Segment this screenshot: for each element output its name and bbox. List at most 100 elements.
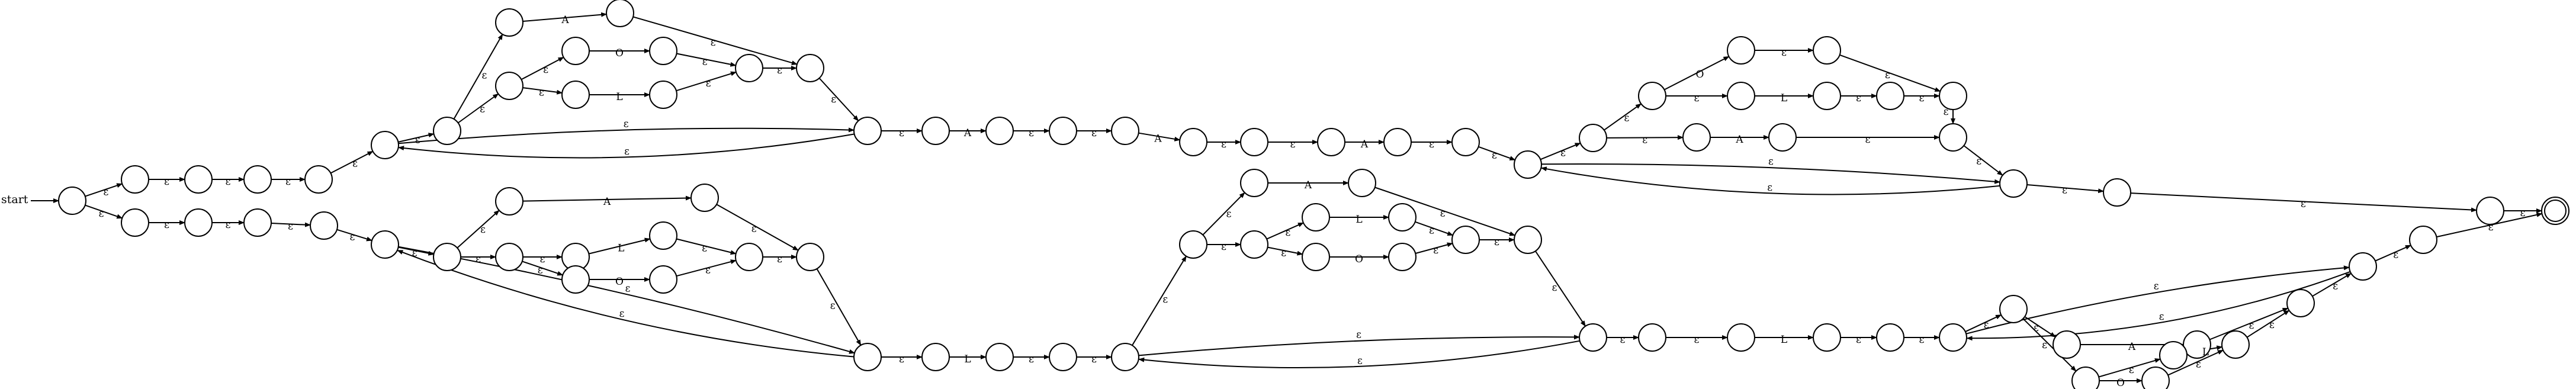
epsilon-label: ε: [1976, 156, 1981, 168]
epsilon-label: ε: [1162, 294, 1168, 306]
state-node: [2409, 226, 2437, 254]
state-node: [243, 208, 272, 237]
epsilon-label: ε: [777, 65, 782, 76]
transition-edge: [1202, 192, 1245, 236]
state-node: [1999, 169, 2028, 198]
state-node: [2476, 197, 2504, 225]
transition-edge: [453, 34, 503, 120]
state-node: [796, 243, 824, 271]
transition-edge: [589, 237, 651, 255]
state-node: [649, 81, 677, 109]
symbol-label: A: [1304, 179, 1312, 191]
state-node: [1240, 230, 1268, 259]
epsilon-label: ε: [2520, 207, 2526, 219]
transition-edge: [85, 183, 123, 197]
state-node: [561, 37, 590, 65]
transition-edge: [330, 150, 374, 174]
state-node: [1049, 117, 1077, 145]
state-node: [2071, 367, 2100, 389]
state-node: [1388, 243, 1417, 271]
epsilon-label: ε: [1767, 182, 1772, 194]
state-node: [1939, 82, 1967, 110]
state-node: [1727, 36, 1755, 65]
epsilon-label: ε: [830, 300, 836, 312]
symbol-label: O: [615, 276, 624, 288]
transition-edge: [1664, 56, 1730, 91]
state-node: [1514, 226, 1542, 254]
transition-edge: [2098, 358, 2161, 378]
epsilon-label: ε: [1494, 236, 1499, 248]
epsilon-label: ε: [705, 265, 711, 277]
epsilon-label: ε: [899, 353, 904, 365]
epsilon-label: ε: [2333, 280, 2338, 292]
start-state: [58, 187, 86, 215]
state-node: [184, 165, 213, 194]
state-node: [1579, 323, 1607, 352]
state-node: [853, 117, 882, 145]
state-node: [1383, 128, 1412, 156]
epsilon-label: ε: [1029, 127, 1034, 139]
epsilon-label: ε: [540, 253, 545, 265]
start-label: start: [1, 193, 28, 206]
state-node: [1939, 323, 1967, 352]
state-node: [1451, 226, 1480, 254]
symbol-label: L: [1356, 214, 1362, 226]
epsilon-label: ε: [624, 118, 629, 130]
epsilon-label: ε: [1865, 134, 1871, 146]
state-node: [495, 187, 523, 216]
symbol-label: O: [1355, 253, 1363, 265]
epsilon-label: ε: [1856, 334, 1861, 346]
epsilon-label: ε: [476, 253, 481, 265]
state-node: [433, 243, 461, 271]
transition-edge: [1267, 246, 1303, 256]
symbol-label: L: [2202, 346, 2209, 358]
epsilon-label: ε: [1091, 127, 1097, 139]
epsilon-label: ε: [2249, 320, 2254, 332]
transition-edge: [2130, 192, 2477, 213]
transition-edge: [336, 229, 372, 242]
state-node: [1302, 243, 1330, 271]
transition-edge: [1138, 132, 1181, 142]
state-node: [1876, 82, 1904, 110]
state-node: [921, 117, 950, 145]
transition-edge: [522, 261, 564, 276]
epsilon-label: ε: [1560, 147, 1566, 159]
epsilon-label: ε: [2196, 358, 2201, 370]
epsilon-label: ε: [706, 78, 711, 89]
symbol-label: A: [1154, 133, 1162, 144]
state-node: [1579, 124, 1607, 152]
state-node: [1111, 343, 1139, 371]
epsilon-label: ε: [702, 56, 708, 67]
transition-edge: [1415, 221, 1454, 236]
transition-edge: [2436, 212, 2543, 238]
transition-edge: [1138, 335, 1580, 356]
symbol-label: O: [615, 47, 624, 59]
state-node: [1876, 323, 1904, 352]
epsilon-label: ε: [1221, 139, 1226, 150]
transition-edge: [271, 222, 311, 227]
epsilon-label: ε: [751, 223, 757, 235]
transition-edge: [1534, 250, 1586, 327]
transition-edge: [1138, 340, 1580, 369]
transition-edge: [1478, 146, 1516, 161]
symbol-label: A: [2128, 341, 2136, 353]
transition-edge: [458, 93, 499, 124]
state-node: [2183, 330, 2211, 359]
transition-edge: [397, 249, 854, 358]
epsilon-label: ε: [702, 243, 707, 255]
state-node: [495, 243, 523, 271]
state-node: [121, 208, 149, 237]
state-node: [1302, 203, 1330, 232]
state-node: [371, 131, 399, 159]
state-node: [606, 0, 634, 27]
state-node: [796, 54, 824, 82]
state-node: [1111, 117, 1139, 145]
epsilon-label: ε: [2129, 364, 2134, 376]
transition-edge: [1839, 54, 1941, 92]
epsilon-label: ε: [226, 219, 231, 231]
state-node: [1682, 123, 1711, 152]
symbol-label: L: [1781, 334, 1787, 346]
epsilon-label: ε: [619, 308, 625, 320]
state-node: [2349, 252, 2377, 281]
